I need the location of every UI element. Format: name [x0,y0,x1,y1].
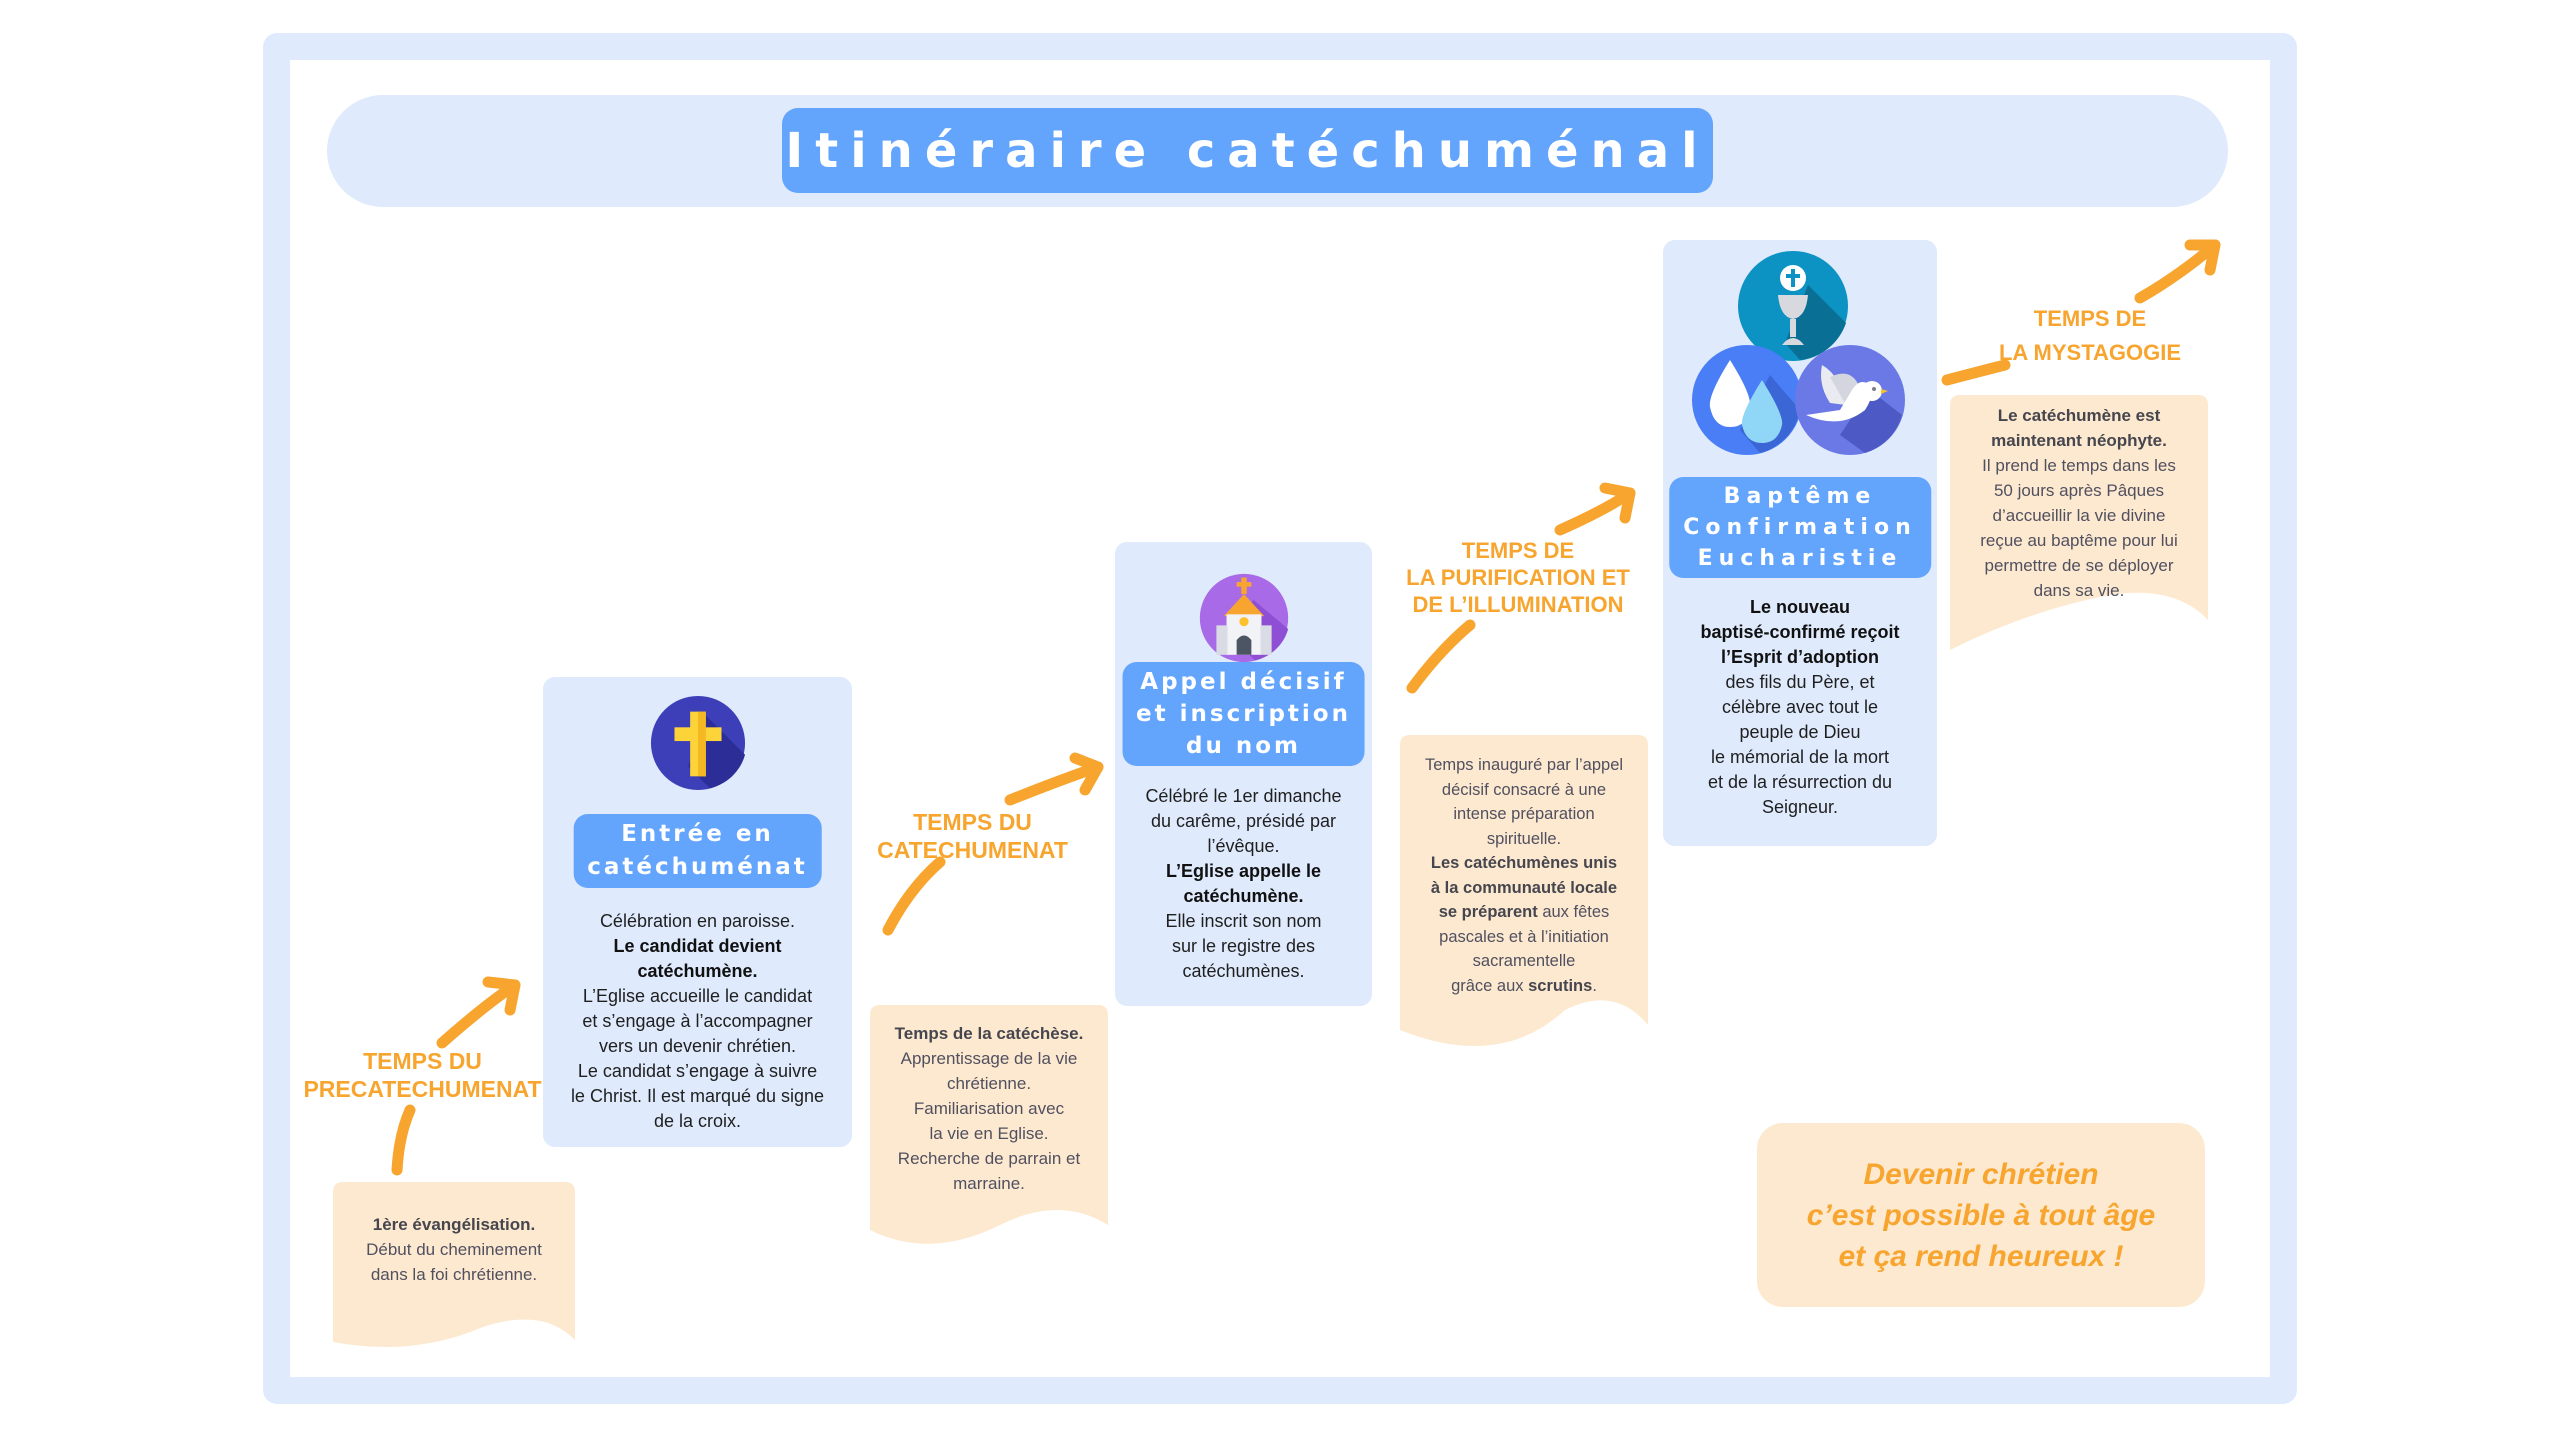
step-title-pill: Baptême Confirmation Eucharistie [1669,477,1931,578]
note-mystagogie: Le catéchumène est maintenant néophyte. Il… [1950,395,2208,663]
text-line: la vie en Eglise. [929,1124,1049,1143]
slogan-box: Devenir chrétien c’est possible à tout â… [1757,1123,2205,1307]
text-line: marraine. [953,1174,1025,1193]
step-description: Célébration en paroisse. Le candidat devi… [543,909,852,1134]
text-line: Célébré le 1er dimanche [1145,786,1342,806]
text-line: chrétienne. [946,1074,1032,1093]
text-line: peuple de Dieu [1739,722,1861,742]
text-line: dans sa vie. [2033,581,2125,600]
cross-icon [650,695,745,791]
step-card-appel: Appel décisif et inscription du nom Célé… [1115,542,1372,1006]
note-text: Temps de la catéchèse. Apprentissage de l… [870,1021,1108,1196]
note-text: 1ère évangélisation. Début du cheminement… [333,1212,575,1287]
step-title-pill: Entrée en catéchuménat [573,814,822,888]
text-line: catéchumène. [637,961,758,981]
text-line: permettre de se déployer [1984,556,2174,575]
text-line: catéchumènes. [1182,961,1305,981]
text-line: Il prend le temps dans les [1982,456,2176,475]
slogan-line: et ça rend heureux ! [1838,1239,2124,1273]
note-background [870,1005,1108,1244]
period-label-mystagogie: TEMPS DE LA MYSTAGOGIE [1998,306,2182,365]
dove-icon [1795,345,1905,455]
step-title-pill: Appel décisif et inscription du nom [1122,662,1365,766]
text-line: Recherche de parrain et [897,1149,1081,1168]
text-line: et s’engage à l’accompagner [582,1011,813,1031]
text-line: dans la foi chrétienne. [370,1265,538,1284]
sacraments-icon [1692,251,1905,455]
text-line: catéchumène. [1183,886,1304,906]
slogan-line: Devenir chrétien [1863,1157,2099,1191]
text-line: Elle inscrit son nom [1165,911,1322,931]
text-line: de la croix. [653,1111,742,1131]
text-line: baptisé-confirmé reçoit [1700,622,1900,642]
slogan-line: c’est possible à tout âge [1806,1198,2156,1232]
text-line: Le candidat devient [613,936,782,956]
text-line: l’Esprit d’adoption [1721,647,1879,667]
note-precatechumenat: 1ère évangélisation. Début du cheminement… [333,1182,575,1357]
note-background [1950,395,2208,650]
text-line: 50 jours après Pâques [1993,481,2165,500]
text-line: des fils du Père, et [1725,672,1875,692]
step-description: Célébré le 1er dimanche du carême, présid… [1115,784,1372,984]
step-card-sacrements: Baptême Confirmation Eucharistie Le nouv… [1663,240,1937,846]
text-line: sur le registre des [1171,936,1316,956]
note-background [1400,735,1648,1046]
text-line: Début du cheminement [366,1240,542,1259]
text-line: reçue au baptême pour lui [1980,531,2178,550]
text-line: du carême, présidé par [1150,811,1337,831]
text-line: Le nouveau [1749,597,1851,617]
text-line: Célébration en paroisse. [599,911,796,931]
text-line: célèbre avec tout le [1721,697,1879,717]
text-line: Les catéchumènes unis [1430,854,1618,872]
text-line: décisif consacré à une [1441,780,1607,799]
text-line: Apprentissage de la vie [900,1049,1078,1068]
text-line: Le catéchumène est [1997,406,2161,425]
text-line: d’accueillir la vie divine [1992,506,2166,525]
text-line: spirituelle. [1486,829,1562,848]
text-line: le Christ. Il est marqué du signe [570,1086,825,1106]
text-line: Familiarisation avec [913,1099,1065,1118]
text-line: grâce aux scrutins. [1451,976,1597,995]
text-line: le mémorial de la mort [1710,747,1890,767]
church-icon [1199,573,1288,663]
note-catechumenat: Temps de la catéchèse. Apprentissage de l… [870,1005,1108,1255]
text-line: L’Eglise appelle le [1165,861,1322,881]
text-line: intense préparation [1453,805,1595,823]
page-title: Itinéraire catéchuménal [785,122,1710,179]
text-line: Seigneur. [1761,797,1839,817]
text-line: Temps de la catéchèse. [894,1024,1084,1043]
title-pill: Itinéraire catéchuménal [782,108,1713,193]
text-line: à la communauté locale [1430,878,1618,897]
period-label-precatechumenat: TEMPS DU PRECATECHUMENAT [303,1048,542,1102]
step-description: Le nouveau baptisé-confirmé reçoit l’Espri… [1663,595,1937,820]
period-label-purification: TEMPS DE LA PURIFICATION ET DE L’ILLUMIN… [1406,538,1630,617]
text-line: 1ère évangélisation. [372,1215,536,1234]
eucharist-icon [1738,251,1848,361]
text-line: L’Eglise accueille le candidat [582,986,813,1006]
note-purification: Temps inauguré par l’appel décisif consac… [1400,735,1648,1065]
text-line: se préparent aux fêtes [1438,903,1610,921]
step-card-entree: Entrée en catéchuménat Célébration en pa… [543,677,852,1147]
baptism-water-icon [1692,345,1802,455]
period-label-catechumenat: TEMPS DU CATECHUMENAT [877,809,1068,863]
text-line: Le candidat s’engage à suivre [577,1061,818,1081]
text-line: et de la résurrection du [1707,772,1893,792]
text-line: pascales et à l’initiation [1439,927,1609,946]
text-line: vers un devenir chrétien. [598,1036,797,1056]
text-line: sacramentelle [1472,952,1576,970]
text-line: l’évêque. [1207,836,1280,856]
text-line: Temps inauguré par l’appel [1424,756,1624,774]
note-text: Le catéchumène est maintenant néophyte. Il… [1950,403,2208,603]
note-background [333,1182,575,1347]
note-text: Temps inauguré par l’appel décisif consac… [1400,753,1648,998]
text-line: maintenant néophyte. [1991,431,2167,450]
